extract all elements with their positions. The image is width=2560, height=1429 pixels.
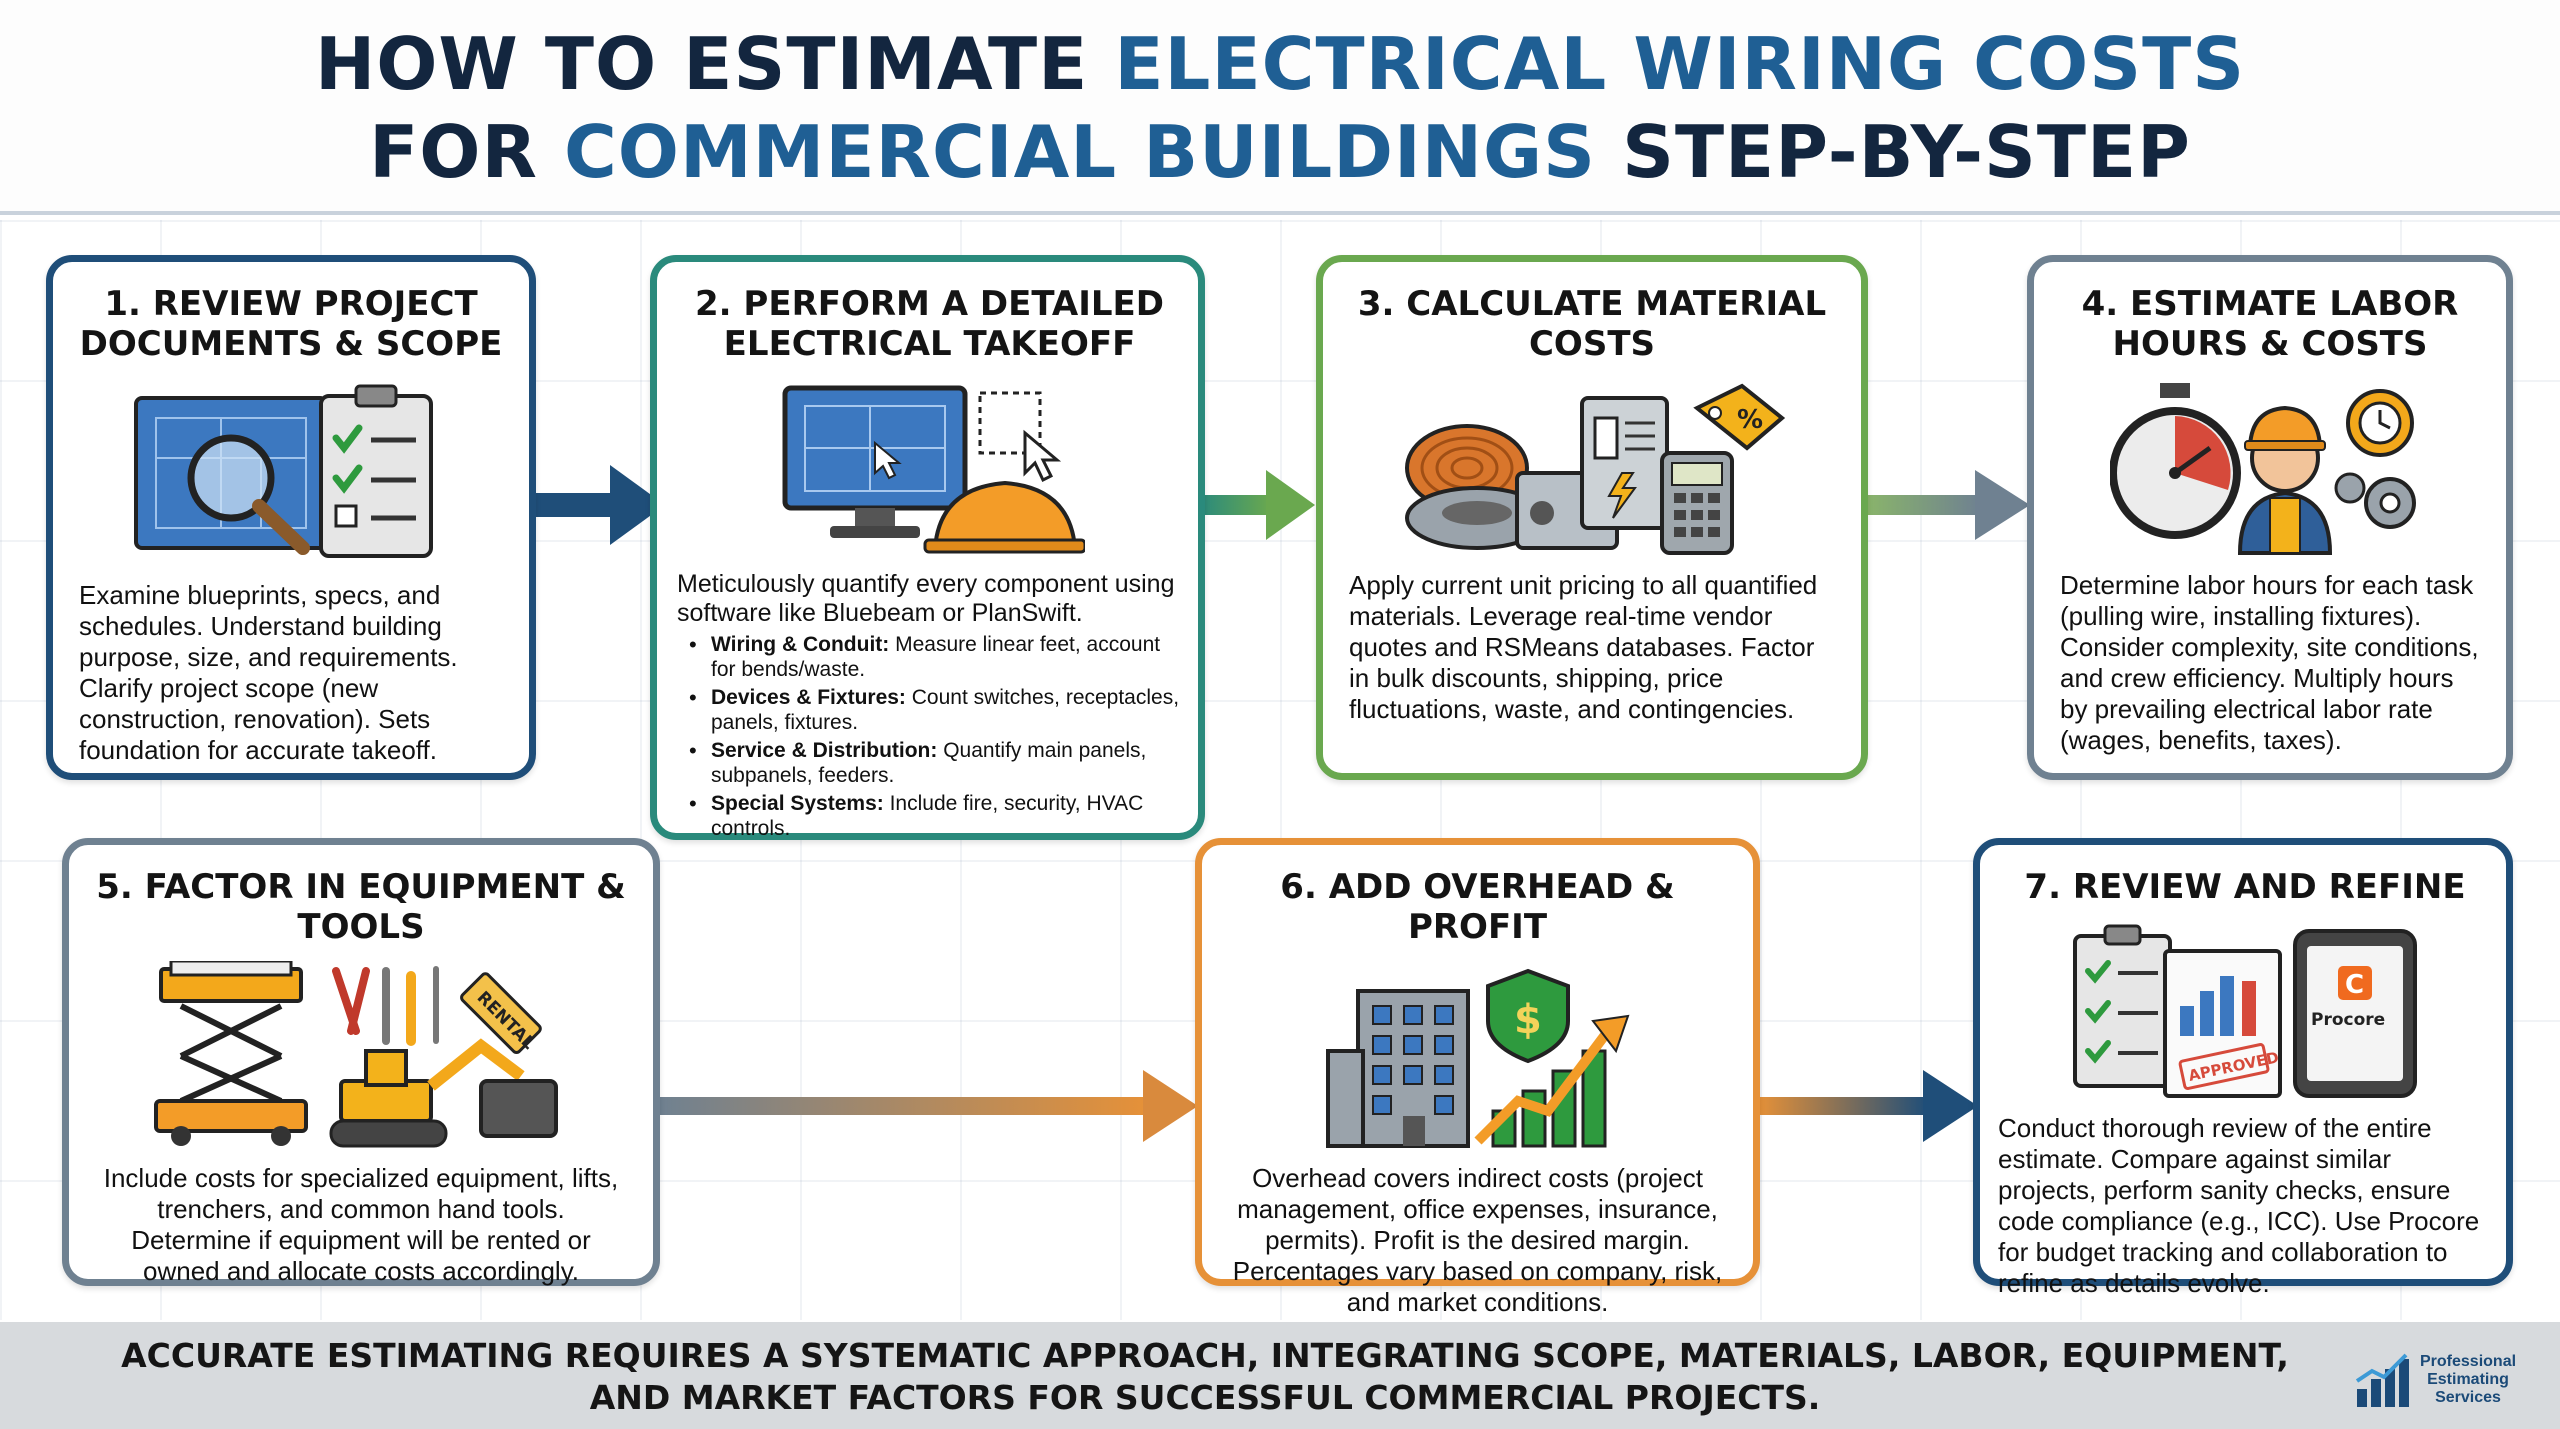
arrow-6-to-7 xyxy=(1758,1070,1978,1142)
step-card-3: 3. CALCULATE MATERIAL COSTS % Apply curr… xyxy=(1316,255,1868,780)
step-description: Meticulously quantify every component us… xyxy=(677,570,1175,627)
stopwatch-worker-gears-icon xyxy=(2110,383,2416,555)
arrow-1-to-2 xyxy=(530,465,665,545)
step-description: Overhead covers indirect costs (project … xyxy=(1232,1163,1723,1317)
list-item: Wiring & Conduit: Measure linear feet, a… xyxy=(685,632,1182,682)
step-title: 3. CALCULATE MATERIAL COSTS xyxy=(1357,284,1827,364)
title-line-1: HOW TO ESTIMATE ELECTRICAL WIRING COSTS xyxy=(314,22,2246,106)
page-header: HOW TO ESTIMATE ELECTRICAL WIRING COSTS … xyxy=(0,0,2560,215)
brand-name: Professional Estimating Services xyxy=(2420,1353,2517,1406)
svg-text:%: % xyxy=(1737,405,1763,435)
step-card-7: 7. REVIEW AND REFINE APPROVED C Procore … xyxy=(1973,838,2513,1298)
step-card-2: 2. PERFORM A DETAILED ELECTRICAL TAKEOFF… xyxy=(650,255,1205,840)
step-description: Conduct thorough review of the entire es… xyxy=(1998,1113,2480,1298)
svg-text:C: C xyxy=(2345,970,2364,1000)
arrow-3-to-4 xyxy=(1865,470,2030,540)
svg-text:Procore: Procore xyxy=(2311,1010,2385,1030)
list-item: Special Systems: Include fire, security,… xyxy=(685,791,1182,841)
footer-banner: ACCURATE ESTIMATING REQUIRES A SYSTEMATI… xyxy=(0,1322,2560,1429)
step-description: Include costs for specialized equipment,… xyxy=(103,1163,619,1286)
blueprint-checklist-icon xyxy=(134,384,433,558)
step-description: Determine labor hours for each task (pul… xyxy=(2060,570,2479,755)
equipment-tools-icon: RENTAL xyxy=(154,961,558,1148)
arrow-2-to-3 xyxy=(1200,470,1315,540)
step-title: 4. ESTIMATE LABOR HOURS & COSTS xyxy=(2081,284,2459,364)
arrow-5-to-6 xyxy=(658,1070,1198,1142)
computer-takeoff-icon xyxy=(782,385,1085,554)
step-card-1: 1. REVIEW PROJECT DOCUMENTS & SCOPE Exam… xyxy=(46,255,536,780)
step-title: 1. REVIEW PROJECT DOCUMENTS & SCOPE xyxy=(79,284,503,364)
step-title: 2. PERFORM A DETAILED ELECTRICAL TAKEOFF xyxy=(695,284,1164,364)
step-title: 7. REVIEW AND REFINE xyxy=(2024,867,2466,907)
step-description: Examine blueprints, specs, and schedules… xyxy=(79,580,458,765)
step-title: 5. FACTOR IN EQUIPMENT & TOOLS xyxy=(96,867,626,947)
list-item: Service & Distribution: Quantify main pa… xyxy=(685,738,1182,788)
materials-pricing-icon: % xyxy=(1405,383,1786,555)
step-card-6: 6. ADD OVERHEAD & PROFIT $ Overhead cove… xyxy=(1195,838,1760,1317)
takeoff-bullet-list: Wiring & Conduit: Measure linear feet, a… xyxy=(677,632,1182,841)
brand-logo: Professional Estimating Services xyxy=(2354,1350,2544,1410)
list-item: Devices & Fixtures: Count switches, rece… xyxy=(685,685,1182,735)
step-card-5: 5. FACTOR IN EQUIPMENT & TOOLS RENTAL In… xyxy=(62,838,660,1286)
step-card-4: 4. ESTIMATE LABOR HOURS & COSTS Determin… xyxy=(2027,255,2513,780)
svg-text:$: $ xyxy=(1514,997,1542,1043)
footer-summary: ACCURATE ESTIMATING REQUIRES A SYSTEMATI… xyxy=(121,1336,2289,1417)
review-documents-tablet-icon: APPROVED C Procore xyxy=(2073,924,2417,1098)
bar-chart-logo-icon xyxy=(2355,1353,2409,1407)
step-description: Apply current unit pricing to all quanti… xyxy=(1349,570,1818,724)
building-profit-chart-icon: $ xyxy=(1325,968,1629,1148)
title-line-2: FOR COMMERCIAL BUILDINGS STEP-BY-STEP xyxy=(369,110,2191,194)
step-title: 6. ADD OVERHEAD & PROFIT xyxy=(1280,867,1675,947)
